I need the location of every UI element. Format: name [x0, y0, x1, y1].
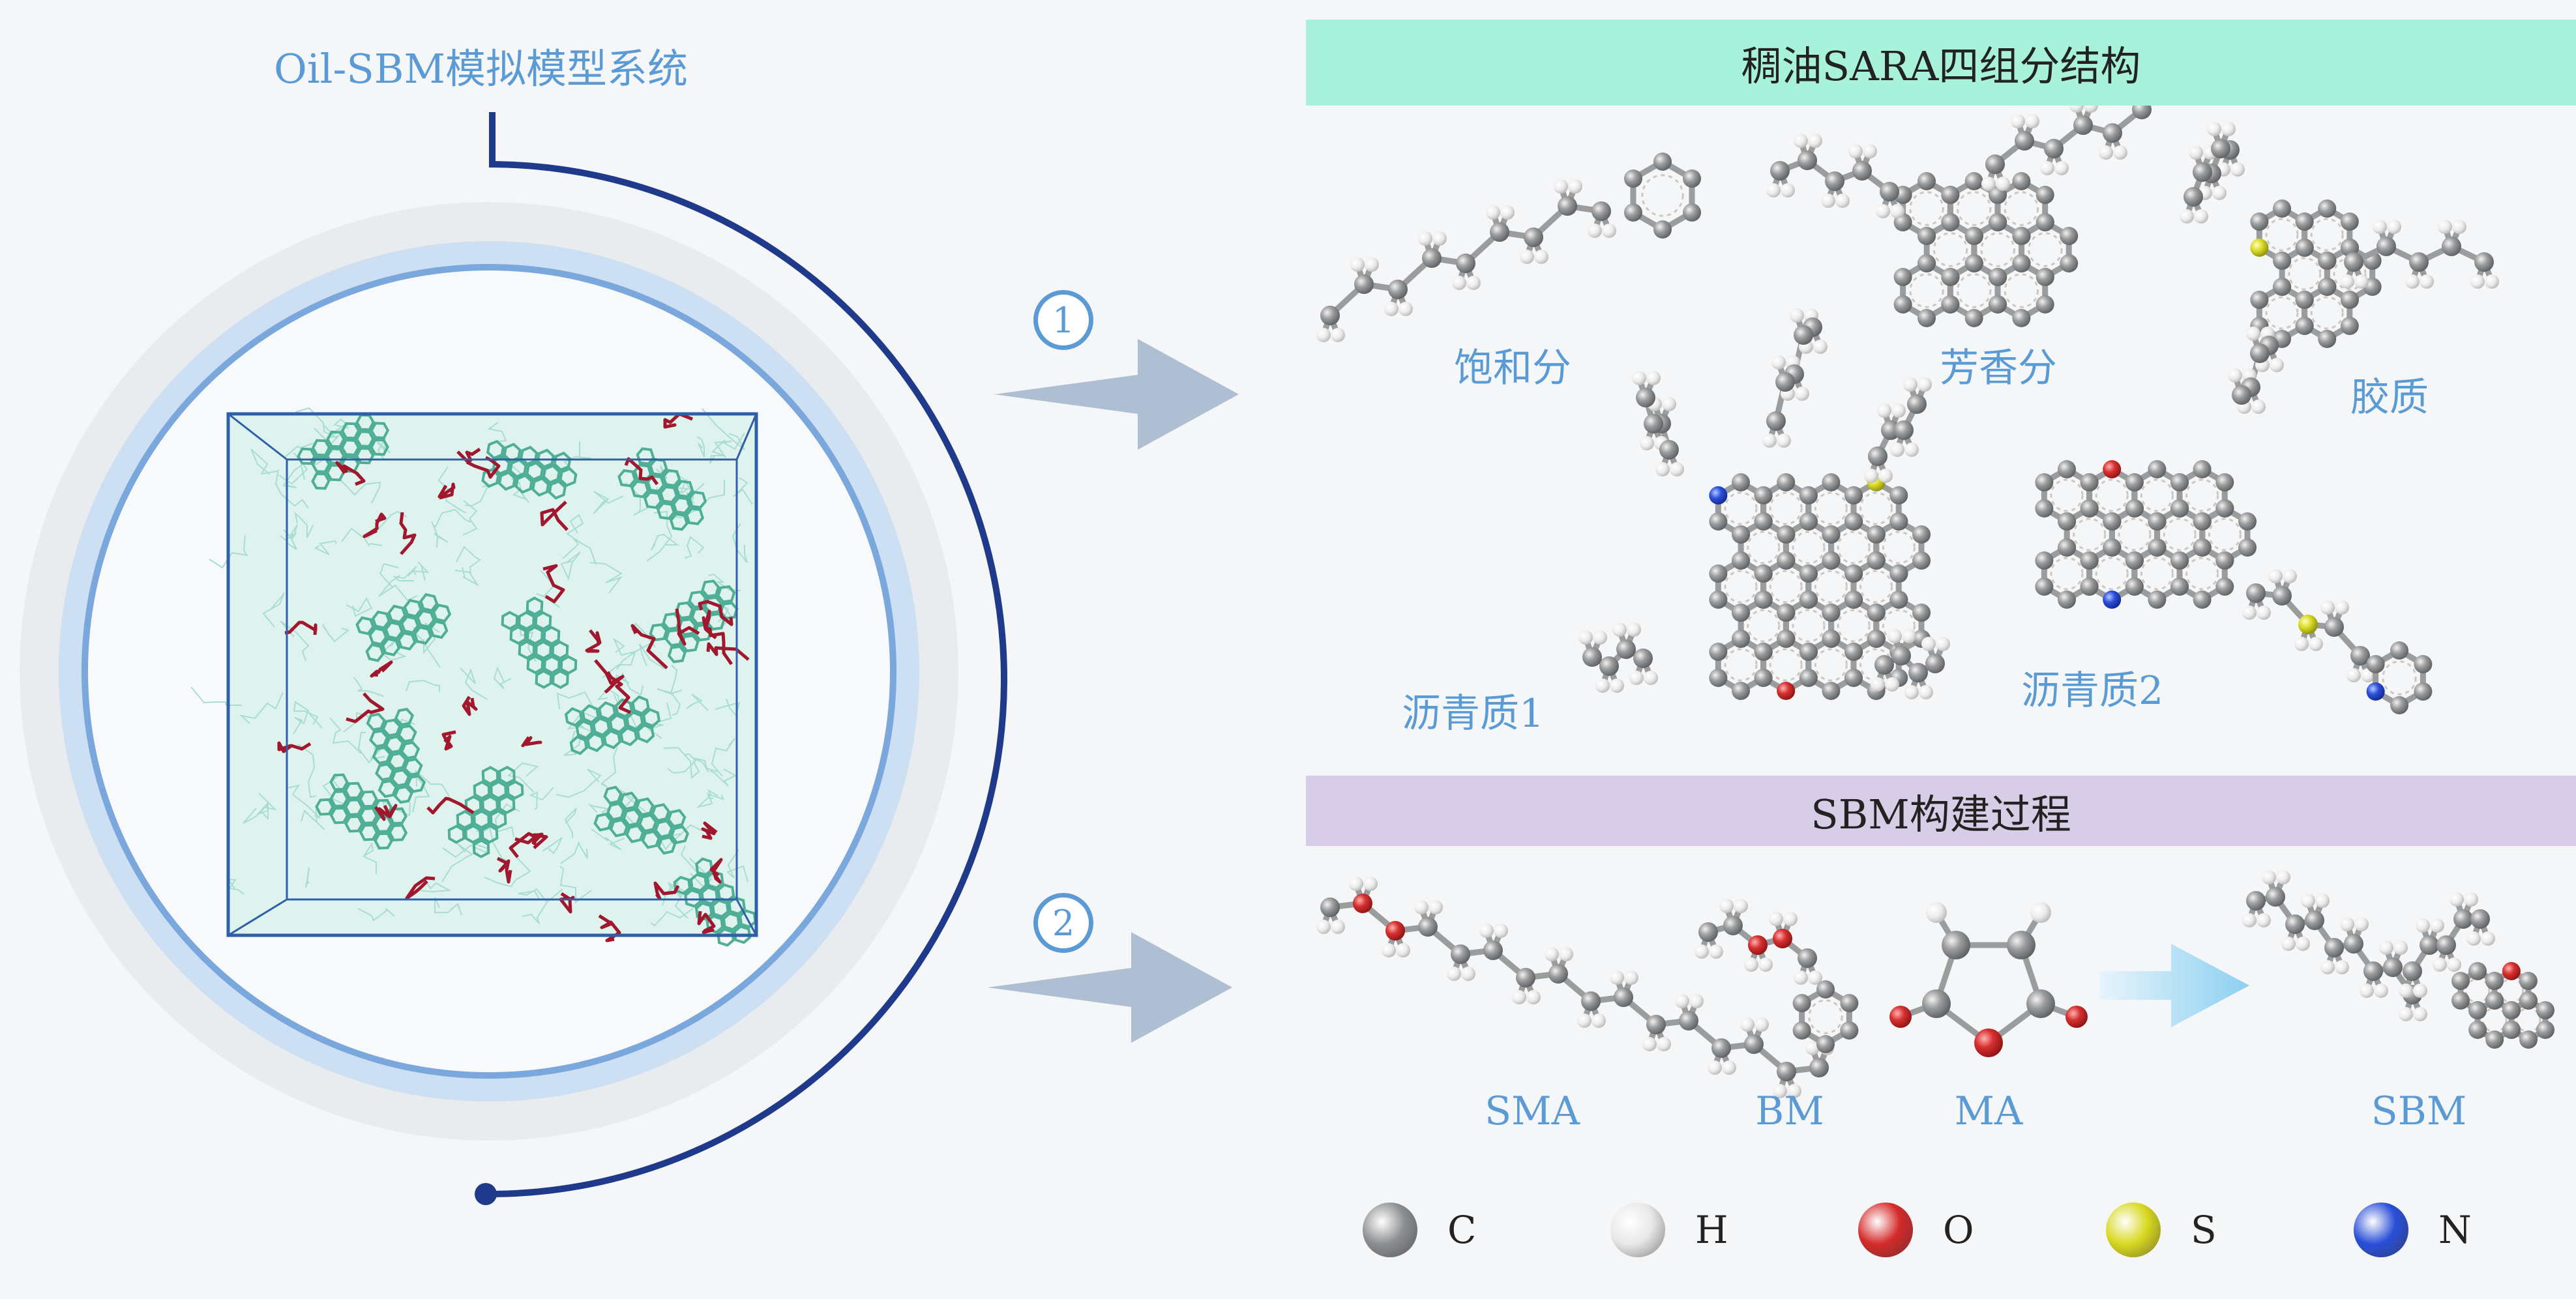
oil-chain	[675, 608, 700, 646]
molecule-resins	[2180, 122, 2499, 414]
asphaltene-sheet	[447, 765, 524, 858]
oil-chain	[531, 832, 548, 849]
legend-label: C	[1447, 1208, 1477, 1252]
label-asphaltene-2: 沥青质2	[2021, 668, 2164, 714]
label-aromatics: 芳香分	[1940, 345, 2057, 391]
legend-item-n: N	[2354, 1203, 2472, 1257]
simulation-box	[190, 407, 758, 947]
molecule-asphaltene-2	[2035, 460, 2433, 714]
label-sbm: SBM	[2371, 1088, 2467, 1134]
step-1-badge: 1	[1033, 290, 1093, 350]
legend-atom-o-icon	[1858, 1203, 1913, 1257]
oil-chain	[540, 501, 569, 531]
oil-chain	[698, 600, 733, 626]
oil-chain	[370, 660, 393, 678]
legend-label: S	[2191, 1208, 2217, 1252]
molecule-asphaltene-1	[1578, 371, 1950, 700]
legend-item-s: S	[2106, 1203, 2217, 1257]
step-2-arrow	[988, 932, 1232, 1043]
system-title: Oil-SBM模拟模型系统	[274, 45, 688, 93]
label-ma: MA	[1954, 1088, 2023, 1134]
oil-chain	[405, 876, 436, 900]
legend-label: H	[1695, 1208, 1728, 1252]
label-resins: 胶质	[2350, 375, 2429, 420]
oil-strands	[277, 412, 757, 947]
oil-chain	[630, 624, 668, 669]
oil-chain	[437, 482, 456, 500]
oil-chain	[335, 461, 366, 486]
asphaltene-sheet	[501, 596, 578, 690]
oil-chain	[277, 741, 312, 753]
reaction-arrow	[2099, 944, 2249, 1027]
molecule-saturates	[1316, 153, 1702, 342]
oil-chain	[709, 858, 723, 884]
asphaltene-sheet	[564, 695, 661, 755]
molecule-ma	[1889, 902, 2088, 1057]
oil-chain	[441, 730, 456, 751]
legend-item-c: C	[1363, 1203, 1476, 1257]
system-arc	[485, 112, 1007, 1198]
label-saturates: 饱和分	[1454, 345, 1571, 391]
molecule-bm	[1695, 899, 1859, 1053]
oil-chain	[598, 914, 621, 942]
oil-chain	[462, 695, 478, 716]
oil-chain	[594, 659, 625, 694]
oil-chain	[542, 564, 565, 604]
legend-item-h: H	[1610, 1203, 1728, 1257]
molecule-sma	[1316, 877, 1834, 1098]
legend-label: N	[2438, 1208, 2472, 1252]
molecule-models	[1316, 83, 2554, 1098]
step-1-arrow	[994, 339, 1239, 450]
oil-chain	[701, 821, 718, 840]
legend-label: O	[1943, 1208, 1974, 1252]
oil-chain	[284, 620, 318, 635]
oil-chain	[559, 892, 575, 914]
legend-atom-h-icon	[1610, 1203, 1665, 1257]
arc-end-dot	[475, 1183, 497, 1205]
asphaltene-sheet	[593, 785, 690, 855]
sbm-banner: SBM构建过程	[1306, 776, 2576, 846]
oil-chain	[702, 609, 717, 639]
legend-atom-s-icon	[2106, 1203, 2161, 1257]
oil-chain	[606, 671, 632, 714]
oil-chain	[374, 804, 398, 821]
legend-atom-n-icon	[2354, 1203, 2408, 1257]
label-asphaltene-1: 沥青质1	[1402, 691, 1545, 737]
oil-chain	[346, 692, 385, 723]
molecule-sbm	[2242, 870, 2554, 1049]
oil-chain	[399, 512, 417, 555]
oil-chain	[496, 856, 512, 884]
oil-chain	[585, 629, 602, 653]
asphaltene-sheet	[355, 592, 452, 662]
oil-chain	[704, 626, 733, 665]
oil-chain	[521, 736, 542, 748]
oil-chain	[509, 832, 537, 858]
label-bm: BM	[1755, 1088, 1824, 1134]
oil-chain	[363, 512, 387, 538]
label-sma: SMA	[1485, 1088, 1580, 1134]
sara-banner: 稠油SARA四组分结构	[1306, 20, 2576, 106]
asphaltene-sheet	[315, 773, 408, 850]
legend-item-o: O	[1858, 1203, 1974, 1257]
asphaltene-sheet	[366, 707, 426, 804]
molecule-aromatics	[1762, 83, 2157, 448]
oil-chain	[426, 796, 475, 815]
step-2-badge: 2	[1033, 893, 1093, 953]
legend-atom-c-icon	[1363, 1203, 1417, 1257]
oil-chain	[697, 911, 716, 935]
